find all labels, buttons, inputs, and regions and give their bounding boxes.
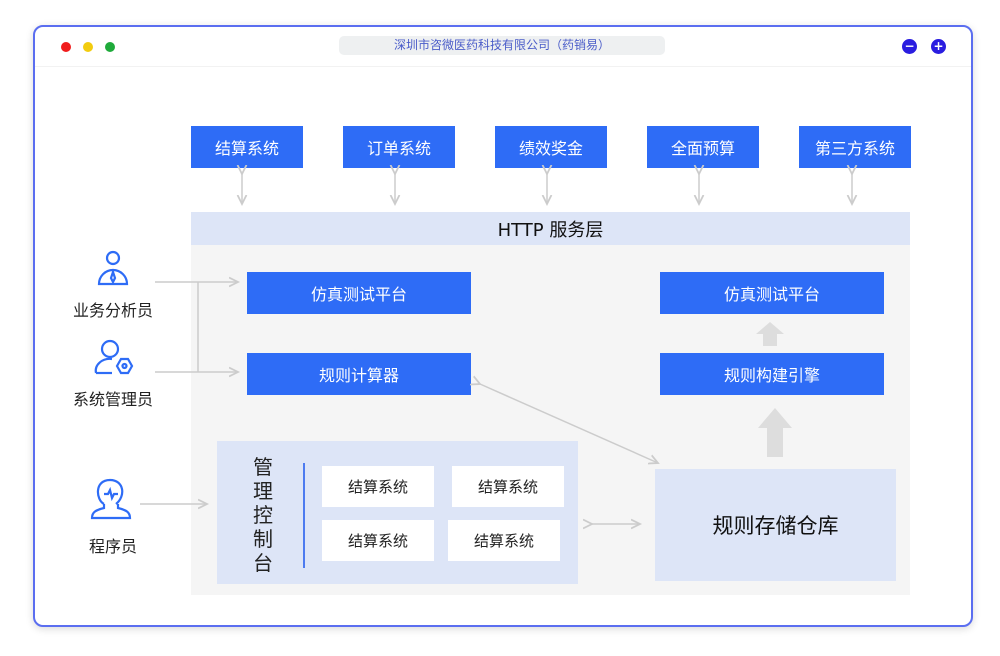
system-settlement[interactable]: 结算系统 — [191, 126, 303, 168]
up-arrow — [758, 408, 792, 457]
simulation-platform-left[interactable]: 仿真测试平台 — [247, 272, 471, 314]
console-item[interactable]: 结算系统 — [322, 520, 434, 561]
role-programmer: 程序员 — [88, 537, 137, 556]
arrow — [480, 384, 658, 463]
maximize-window-button[interactable] — [105, 42, 115, 52]
system-third-party[interactable]: 第三方系统 — [799, 126, 911, 168]
console-item[interactable]: 结算系统 — [322, 466, 434, 507]
role-system-admin: 系统管理员 — [72, 390, 153, 409]
console-title: 管理控制台 — [253, 455, 273, 575]
console-divider — [303, 463, 305, 568]
system-budget[interactable]: 全面预算 — [647, 126, 759, 168]
up-arrow — [756, 322, 784, 346]
rule-engine[interactable]: 规则构建引擎 — [660, 353, 884, 395]
analyst-icon — [97, 250, 129, 286]
rule-repository[interactable]: 规则存储仓库 — [655, 469, 896, 581]
role-business-analyst: 业务分析员 — [72, 301, 153, 320]
zoom-out-button[interactable]: − — [902, 39, 917, 54]
programmer-icon — [90, 478, 132, 520]
address-bar[interactable]: 深圳市咨微医药科技有限公司（药销易） — [339, 36, 665, 55]
console-item[interactable]: 结算系统 — [452, 466, 564, 507]
close-window-button[interactable] — [61, 42, 71, 52]
zoom-in-button[interactable]: + — [931, 39, 946, 54]
title-bar: 深圳市咨微医药科技有限公司（药销易） − + — [35, 27, 971, 67]
console-item[interactable]: 结算系统 — [448, 520, 560, 561]
minimize-window-button[interactable] — [83, 42, 93, 52]
admin-icon — [94, 339, 134, 375]
simulation-platform-right[interactable]: 仿真测试平台 — [660, 272, 884, 314]
http-service-layer: HTTP 服务层 — [191, 212, 910, 245]
rule-calculator[interactable]: 规则计算器 — [247, 353, 471, 395]
system-order[interactable]: 订单系统 — [343, 126, 455, 168]
system-bonus[interactable]: 绩效奖金 — [495, 126, 607, 168]
